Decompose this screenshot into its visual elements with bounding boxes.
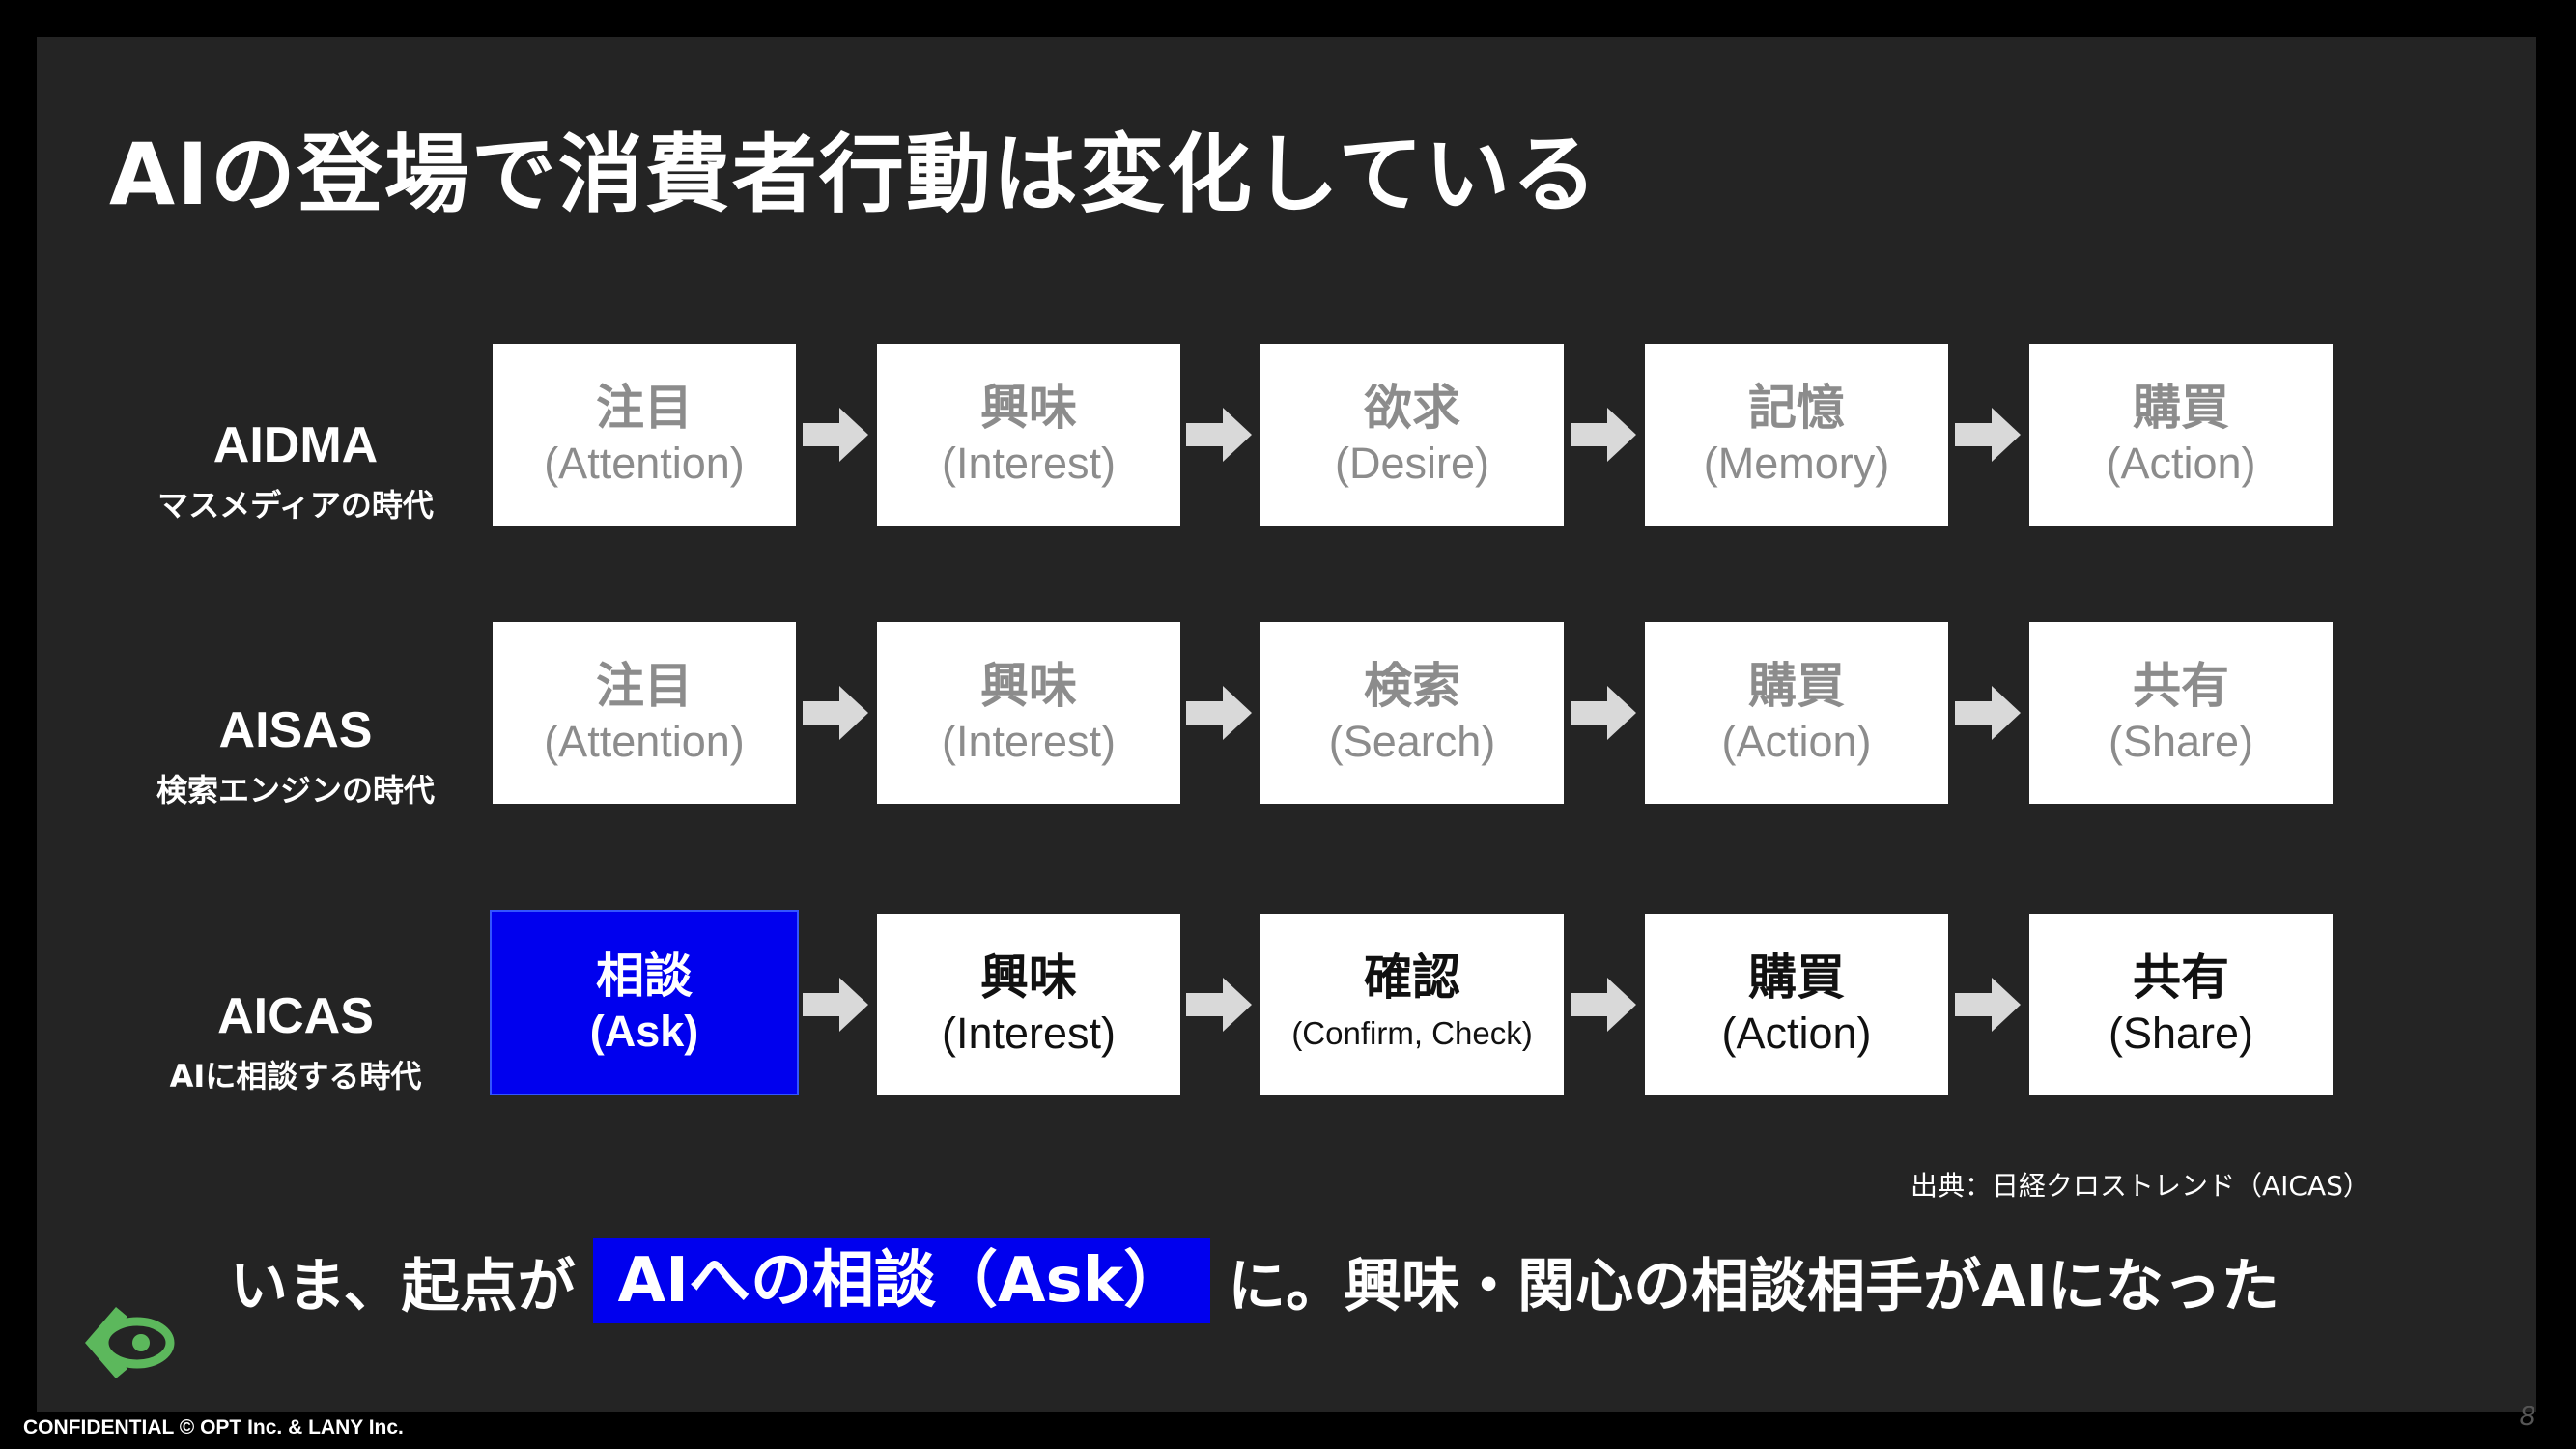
- model-subtitle: マスメディアの時代: [157, 487, 434, 524]
- step-en: (Share): [2108, 717, 2254, 766]
- step-en: (Action): [2106, 439, 2256, 488]
- model-name: AICAS: [217, 988, 374, 1044]
- tagline: いま、起点が AIへの相談（Ask） に。興味・関心の相談相手がAIになった: [230, 1238, 2279, 1323]
- step-box-highlighted: 相談 (Ask): [490, 910, 799, 1095]
- step-box: 興味 (Interest): [877, 914, 1180, 1095]
- step-jp: 注目: [596, 380, 693, 436]
- tagline-after: に。興味・関心の相談相手がAIになった: [1228, 1252, 2279, 1321]
- step-box: 欲求 (Desire): [1260, 344, 1564, 526]
- step-jp: 共有: [2133, 658, 2229, 714]
- right-arrow-icon: [1571, 408, 1636, 462]
- row-label-aisas: AISAS 検索エンジンの時代: [151, 701, 440, 810]
- right-arrow-icon: [1955, 408, 2021, 462]
- row-label-aidma: AIDMA マスメディアの時代: [151, 416, 440, 525]
- right-arrow-icon: [1955, 686, 2021, 740]
- slide-title: AIの登場で消費者行動は変化している: [109, 125, 1599, 224]
- model-subtitle: 検索エンジンの時代: [156, 772, 435, 809]
- step-box: 購買 (Action): [1645, 914, 1948, 1095]
- right-arrow-icon: [1186, 686, 1252, 740]
- right-arrow-icon: [1571, 978, 1636, 1032]
- step-jp: 興味: [980, 380, 1077, 436]
- step-box: 興味 (Interest): [877, 344, 1180, 526]
- page-number: 8: [2519, 1403, 2535, 1432]
- step-en: (Attention): [544, 717, 745, 766]
- step-jp: 購買: [2133, 380, 2229, 436]
- right-arrow-icon: [1186, 408, 1252, 462]
- step-en: (Interest): [941, 1009, 1117, 1058]
- tagline-highlight: AIへの相談（Ask）: [592, 1238, 1211, 1323]
- step-jp: 相談: [596, 948, 693, 1004]
- step-box: 共有 (Share): [2029, 622, 2333, 804]
- step-box: 確認 (Confirm, Check): [1260, 914, 1564, 1095]
- step-en: (Interest): [941, 717, 1117, 766]
- step-box: 共有 (Share): [2029, 914, 2333, 1095]
- slide: AIの登場で消費者行動は変化している AIDMA マスメディアの時代 注目 (A…: [37, 37, 2536, 1412]
- step-box: 購買 (Action): [1645, 622, 1948, 804]
- step-box: 興味 (Interest): [877, 622, 1180, 804]
- step-jp: 興味: [980, 950, 1077, 1006]
- source-citation: 出典：日経クロストレンド（AICAS）: [1911, 1170, 2370, 1202]
- step-en: (Action): [1721, 717, 1872, 766]
- step-en: (Search): [1328, 717, 1496, 766]
- step-jp: 共有: [2133, 950, 2229, 1006]
- row-label-aicas: AICAS AIに相談する時代: [151, 987, 440, 1095]
- right-arrow-icon: [1955, 978, 2021, 1032]
- step-en: (Memory): [1703, 439, 1890, 488]
- right-arrow-icon: [803, 686, 868, 740]
- step-en: (Confirm, Check): [1291, 1015, 1533, 1051]
- confidential-footer: CONFIDENTIAL © OPT Inc. & LANY Inc.: [23, 1416, 404, 1438]
- right-arrow-icon: [1571, 686, 1636, 740]
- step-en: (Action): [1721, 1009, 1872, 1058]
- right-arrow-icon: [1186, 978, 1252, 1032]
- step-en: (Ask): [589, 1007, 699, 1056]
- step-en: (Interest): [941, 439, 1117, 488]
- model-name: AISAS: [218, 702, 373, 758]
- step-en: (Desire): [1334, 439, 1489, 488]
- step-box: 注目 (Attention): [493, 622, 796, 804]
- model-subtitle: AIに相談する時代: [169, 1058, 422, 1094]
- step-jp: 確認: [1364, 950, 1460, 1006]
- step-jp: 注目: [596, 658, 693, 714]
- step-jp: 購買: [1748, 658, 1845, 714]
- company-logo-icon: [85, 1307, 175, 1378]
- step-box: 購買 (Action): [2029, 344, 2333, 526]
- step-jp: 欲求: [1364, 380, 1460, 436]
- step-en: (Attention): [544, 439, 745, 488]
- step-box: 検索 (Search): [1260, 622, 1564, 804]
- step-box: 記憶 (Memory): [1645, 344, 1948, 526]
- right-arrow-icon: [803, 978, 868, 1032]
- step-box: 注目 (Attention): [493, 344, 796, 526]
- step-jp: 記憶: [1748, 380, 1845, 436]
- step-jp: 購買: [1748, 950, 1845, 1006]
- right-arrow-icon: [803, 408, 868, 462]
- step-en: (Share): [2108, 1009, 2254, 1058]
- model-name: AIDMA: [212, 417, 379, 473]
- step-jp: 検索: [1364, 658, 1460, 714]
- step-jp: 興味: [980, 658, 1077, 714]
- tagline-before: いま、起点が: [230, 1252, 576, 1321]
